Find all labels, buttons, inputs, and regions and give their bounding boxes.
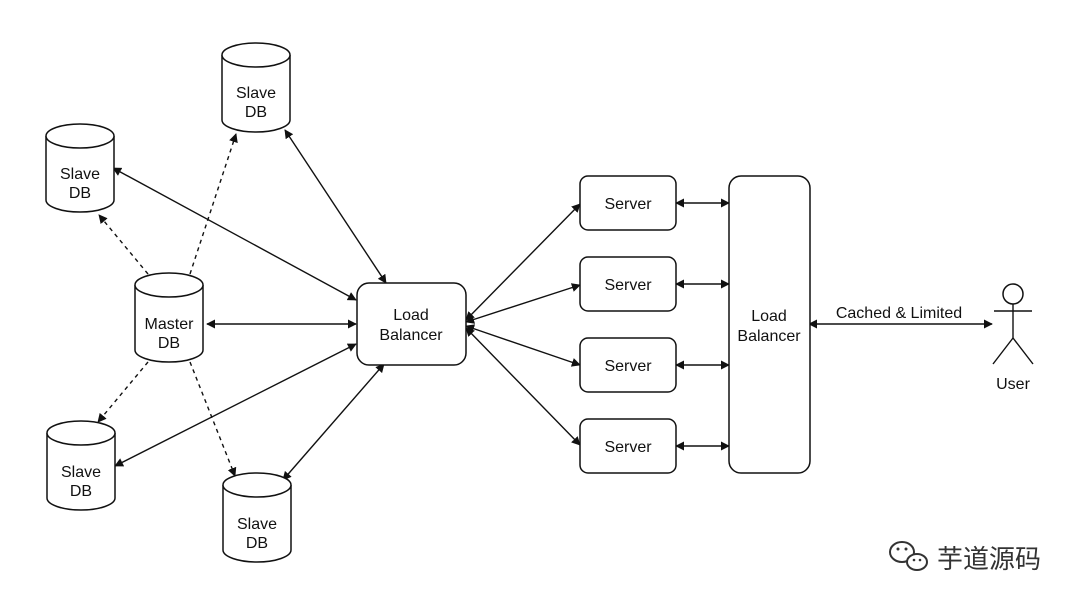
edge-lb-to-server-4 (465, 327, 581, 446)
slave-db-lower-left-line1: Slave (61, 464, 101, 481)
edge-label-cached-limited: Cached & Limited (836, 305, 962, 322)
slave-db-bottom-line1: Slave (237, 516, 277, 533)
user-actor: User (992, 283, 1034, 393)
cylinder-rim (221, 54, 291, 68)
server-2-label: Server (604, 277, 652, 294)
slave-db-top-line1: Slave (236, 85, 276, 102)
master-db-line1: Master (145, 316, 195, 333)
load-balancer-right-line2: Balancer (737, 328, 801, 345)
cylinder-rim (134, 284, 204, 298)
server-2: Server (579, 256, 677, 312)
cylinder-rim (45, 135, 115, 149)
cylinder-rim (222, 484, 292, 498)
server-4-label: Server (604, 439, 652, 456)
server-3-label: Server (604, 358, 652, 375)
wechat-icon (889, 541, 928, 571)
master-db-line2: DB (158, 335, 180, 352)
slave-db-top: Slave DB (221, 42, 291, 133)
server-4: Server (579, 418, 677, 474)
edge-lb-to-server-2 (465, 283, 581, 324)
user-label: User (996, 376, 1030, 393)
load-balancer-left-line2: Balancer (379, 327, 443, 344)
edge-master-to-slave-lower-left (97, 361, 149, 423)
server-1: Server (579, 175, 677, 231)
slave-db-upper-left: Slave DB (45, 123, 115, 213)
server-1-label: Server (604, 196, 652, 213)
stick-figure-icon (992, 283, 1034, 365)
slave-db-lower-left: Slave DB (46, 420, 116, 511)
slave-db-lower-left-line2: DB (70, 483, 92, 500)
slave-db-bottom-line2: DB (246, 535, 268, 552)
load-balancer-right-line1: Load (751, 308, 787, 325)
edge-lb-to-server-1 (465, 203, 581, 321)
edge-slave-bottom-to-lb (282, 363, 385, 481)
edge-slave-lower-left-to-lb (114, 343, 357, 467)
load-balancer-right: Load Balancer (728, 175, 811, 474)
edge-master-to-slave-top (189, 133, 238, 275)
watermark-text: 芋道源码 (937, 545, 1041, 575)
slave-db-bottom: Slave DB (222, 472, 292, 563)
slave-db-top-line2: DB (245, 104, 267, 121)
edge-master-to-slave-bottom (189, 361, 237, 477)
edge-master-to-slave-upper-left (98, 214, 149, 275)
slave-db-upper-left-line1: Slave (60, 166, 100, 183)
master-db: Master DB (134, 272, 204, 363)
watermark: 芋道源码 (889, 541, 1041, 575)
edge-slave-top-to-lb (284, 129, 387, 284)
server-3: Server (579, 337, 677, 393)
load-balancer-left: Load Balancer (356, 282, 467, 366)
cylinder-rim (46, 432, 116, 446)
load-balancer-left-line1: Load (393, 307, 429, 324)
slave-db-upper-left-line2: DB (69, 185, 91, 202)
